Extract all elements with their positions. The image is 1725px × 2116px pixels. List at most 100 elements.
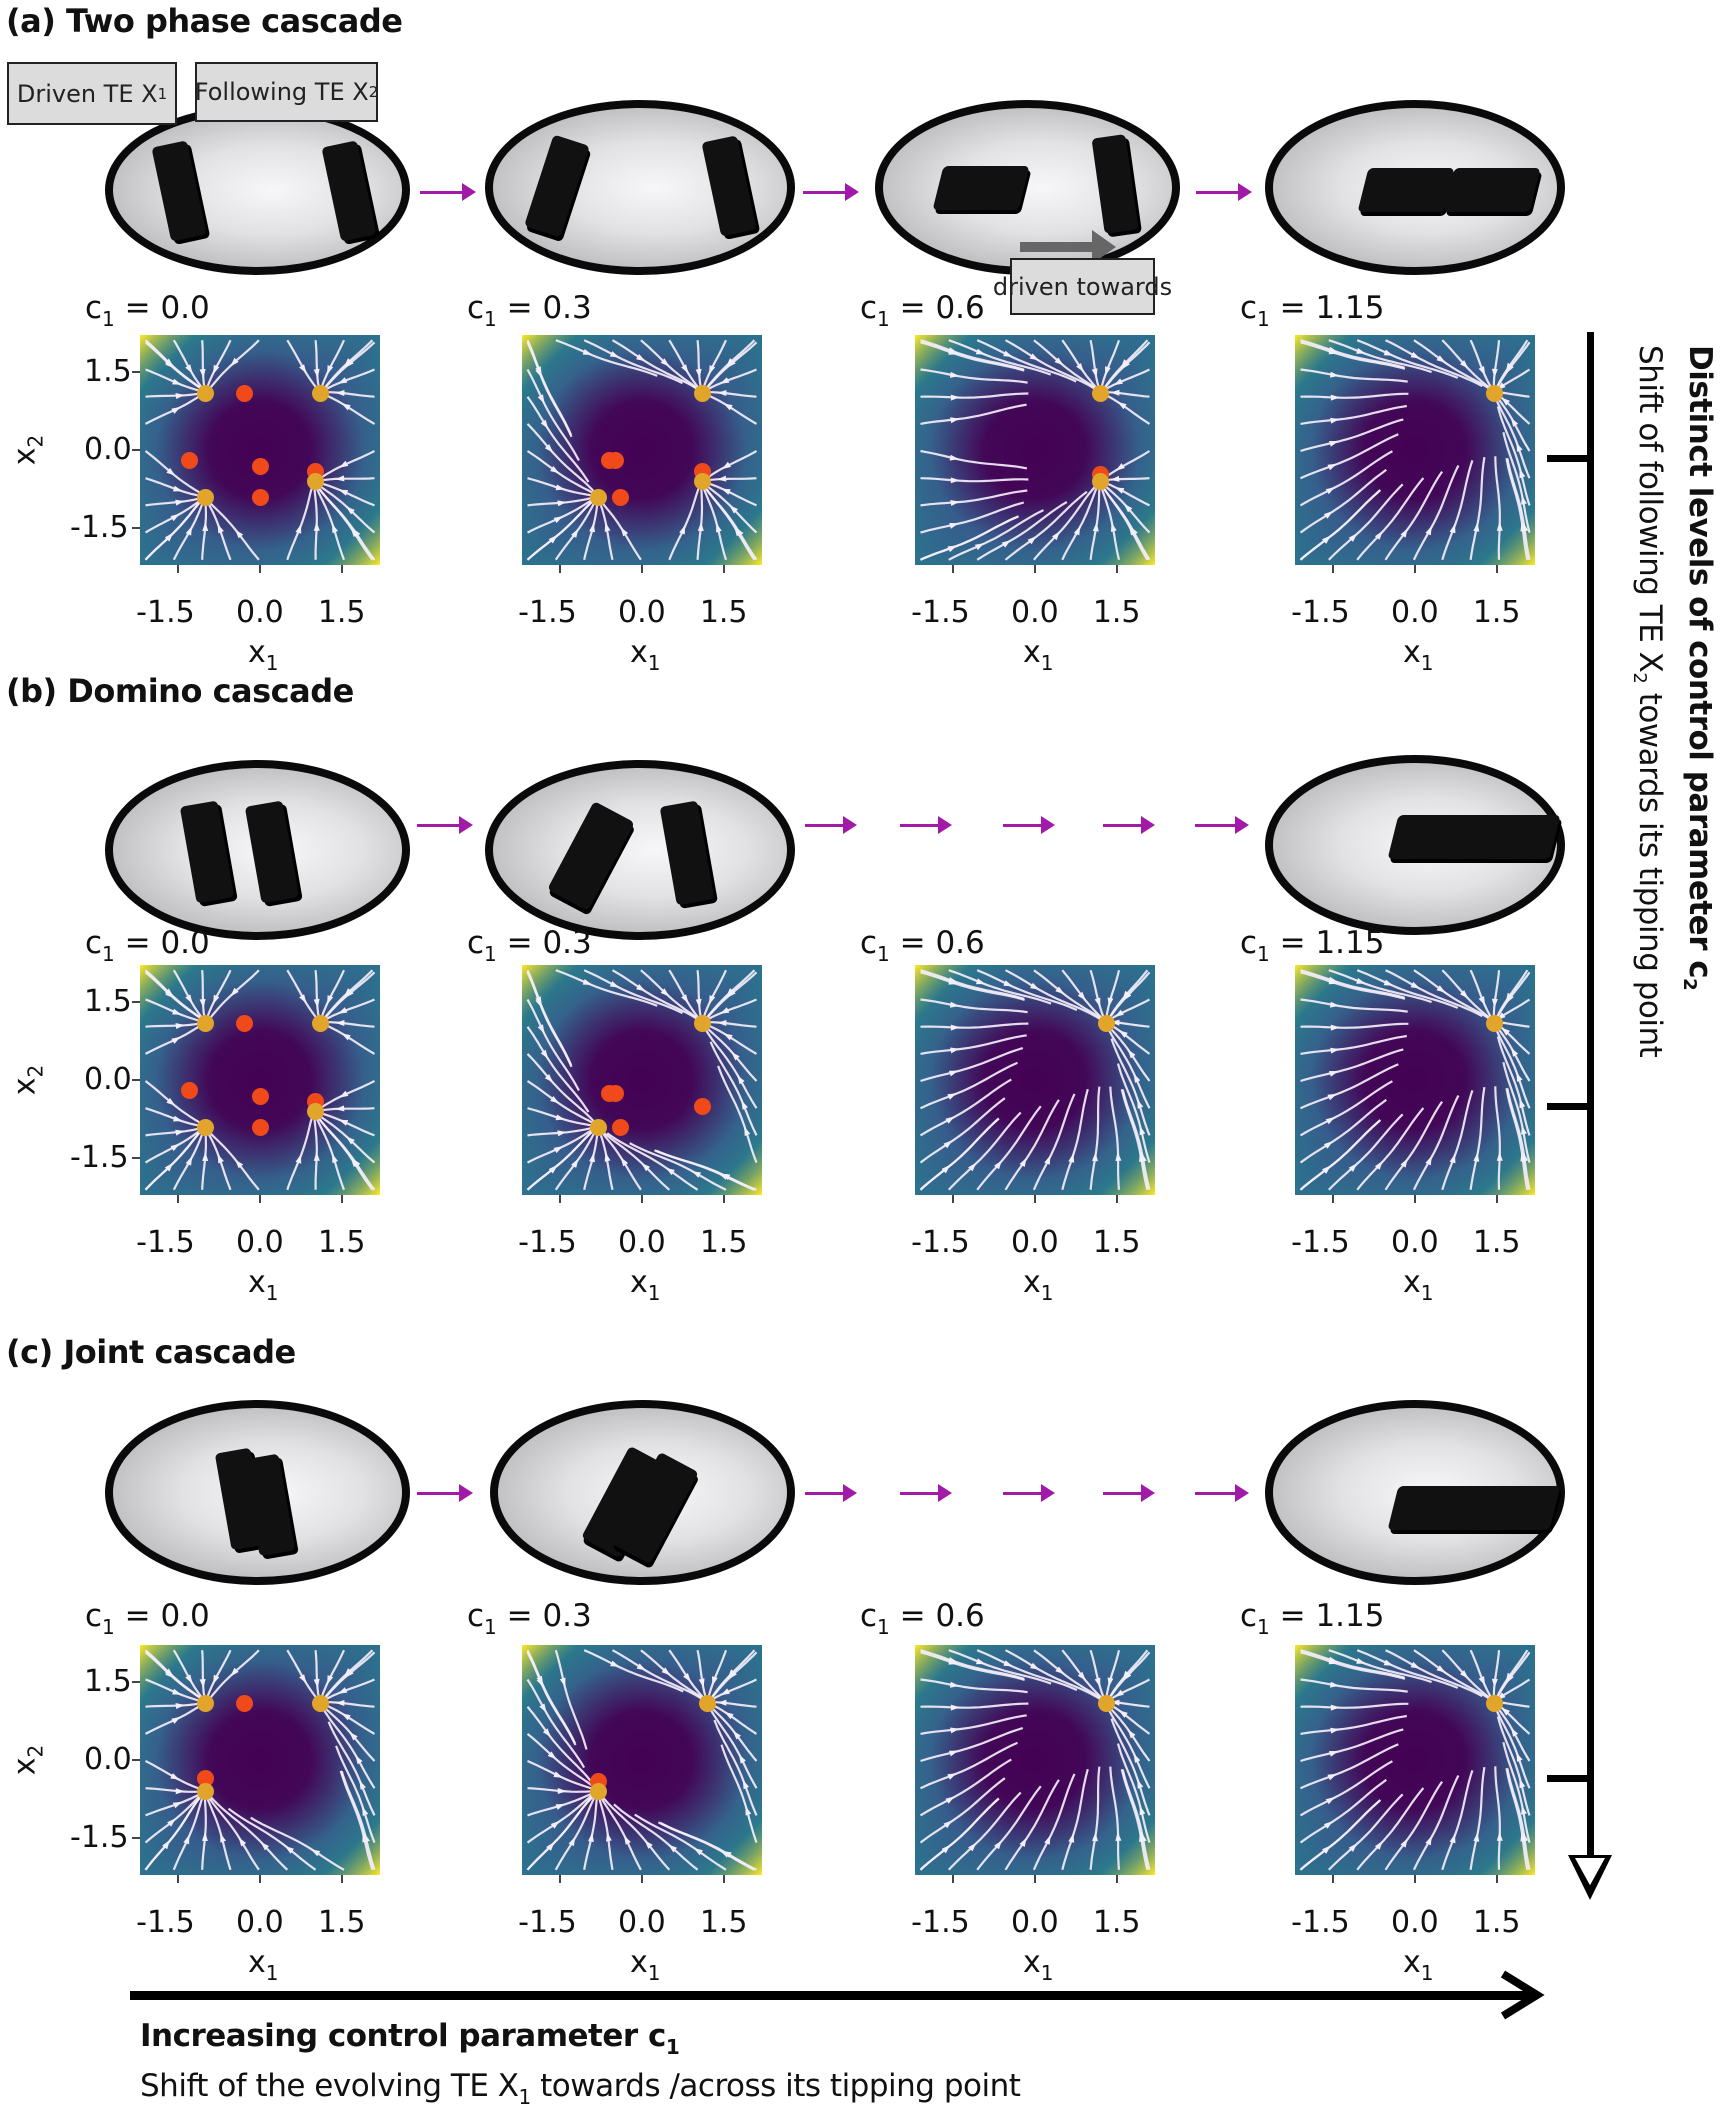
x1-symbol: x <box>1023 1945 1041 1980</box>
unstable-fixed-point <box>181 452 199 470</box>
streamlines <box>919 969 1151 1191</box>
c1-symbol: c <box>1240 290 1258 326</box>
stable-fixed-point <box>590 1119 608 1137</box>
x-tick-label: 1.5 <box>317 1905 366 1940</box>
stable-fixed-point <box>197 1119 215 1137</box>
x-tick-mark <box>340 565 343 573</box>
y-tick-mark <box>132 1759 140 1761</box>
x-tick-mark <box>259 1195 261 1203</box>
x1-axis-label: x1 <box>630 1265 661 1305</box>
x-tick-label: 0.0 <box>618 1905 666 1940</box>
x-tick-mark <box>1414 565 1416 573</box>
x-tick-label: -1.5 <box>136 595 195 630</box>
x1-symbol: x <box>630 1945 648 1980</box>
x-tick-label: 0.0 <box>618 595 666 630</box>
x1-subscript: 1 <box>1040 1281 1054 1305</box>
domino-x2-fallen <box>1463 815 1561 859</box>
c2-axis-title-sub: 2 <box>1679 978 1700 991</box>
streamlines <box>526 1649 758 1871</box>
x-tick-label: -1.5 <box>518 595 577 630</box>
x-tick-label: 0.0 <box>236 595 284 630</box>
c1-value-label: c1 = 1.15 <box>1240 925 1385 966</box>
x2-subscript: 2 <box>23 1064 48 1078</box>
y-tick-label: 0.0 <box>84 1062 132 1097</box>
x1-symbol: x <box>1023 635 1041 670</box>
y-tick-label: 1.5 <box>84 983 132 1019</box>
x-tick-label: 1.5 <box>1092 595 1141 630</box>
c1-subscript: 1 <box>1257 307 1270 331</box>
unstable-fixed-point <box>252 457 269 475</box>
stable-fixed-point <box>699 1694 717 1712</box>
x1-subscript: 1 <box>1040 1961 1054 1985</box>
x-tick-label: -1.5 <box>136 1225 195 1260</box>
x-tick-label: -1.5 <box>1291 1905 1350 1940</box>
c2-subtitle-pre: Shift of following TE X <box>1632 345 1668 673</box>
phase-portrait-plot <box>1295 1645 1535 1875</box>
c1-value: = 0.0 <box>114 290 210 326</box>
phase-portrait-plot <box>140 1645 380 1875</box>
x1-axis-label: x1 <box>630 1945 661 1985</box>
x-tick-mark <box>559 1195 562 1203</box>
x-tick-label: 0.0 <box>1391 1905 1439 1940</box>
c1-value-label: c1 = 1.15 <box>1240 1598 1385 1639</box>
x-tick-mark <box>722 1875 725 1883</box>
stable-fixed-point <box>1092 473 1110 491</box>
x-tick-mark <box>1495 1195 1498 1203</box>
c1-subtitle-sub: 1 <box>518 2085 532 2109</box>
x-tick-label: 1.5 <box>317 1225 366 1260</box>
x1-symbol: x <box>630 1265 648 1300</box>
x1-subscript: 1 <box>265 651 279 675</box>
domino-x1-tilting <box>547 801 635 911</box>
x-tick-mark <box>1034 1875 1036 1883</box>
c1-value: = 0.3 <box>496 925 592 961</box>
y-tick-mark <box>132 1837 140 1840</box>
x-tick-label: -1.5 <box>518 1225 577 1260</box>
x-tick-label: 0.0 <box>618 1225 666 1260</box>
domino-x1-fallen <box>1357 168 1455 212</box>
streamlines <box>144 1649 376 1871</box>
x-tick-label: 1.5 <box>1472 1905 1521 1940</box>
x-tick-mark <box>340 1875 343 1883</box>
state-ellipse-c2 <box>490 1400 795 1585</box>
x1-subscript: 1 <box>1420 651 1434 675</box>
x-tick-mark <box>1332 1875 1335 1883</box>
stable-fixed-point <box>306 473 324 491</box>
c1-value-label: c1 = 0.6 <box>860 925 985 966</box>
stable-fixed-point <box>197 489 215 507</box>
domino-x1 <box>179 800 235 904</box>
y-tick-mark <box>132 1680 140 1683</box>
state-ellipse-b4 <box>1265 755 1565 935</box>
unstable-fixed-point <box>612 1119 630 1137</box>
c1-symbol: c <box>860 925 878 961</box>
x2-symbol: x <box>7 447 43 466</box>
x1-axis-label: x1 <box>248 635 279 675</box>
c1-value-label: c1 = 0.3 <box>467 1598 592 1639</box>
x-tick-mark <box>259 1875 261 1883</box>
c1-symbol: c <box>860 1598 878 1634</box>
x1-axis-label: x1 <box>1403 635 1434 675</box>
streamlines <box>526 969 758 1191</box>
x-tick-mark <box>952 1875 955 1883</box>
c1-value: = 0.6 <box>889 925 985 961</box>
c1-value-label: c1 = 0.6 <box>860 290 985 331</box>
unstable-fixed-point <box>181 1082 199 1100</box>
state-ellipse-a1 <box>105 105 410 275</box>
x-tick-label: -1.5 <box>518 1905 577 1940</box>
stable-fixed-point <box>1486 384 1504 402</box>
x1-axis-label: x1 <box>630 635 661 675</box>
c1-value: = 0.3 <box>496 290 592 326</box>
c1-value-label: c1 = 0.6 <box>860 1598 985 1639</box>
state-ellipse-a4 <box>1265 100 1565 275</box>
stable-fixed-point <box>306 1103 324 1121</box>
domino-x1-fallen <box>932 166 1030 210</box>
x-tick-label: 0.0 <box>1011 1225 1059 1260</box>
unstable-fixed-point <box>612 489 630 507</box>
domino-x2-fallen <box>1443 168 1541 212</box>
unstable-fixed-point <box>252 1119 269 1137</box>
x1-axis-label: x1 <box>1023 1265 1054 1305</box>
domino-x2 <box>244 800 300 904</box>
x-tick-mark <box>1115 565 1118 573</box>
section-title-two-phase: (a) Two phase cascade <box>6 2 403 40</box>
x-tick-label: 0.0 <box>1391 595 1439 630</box>
